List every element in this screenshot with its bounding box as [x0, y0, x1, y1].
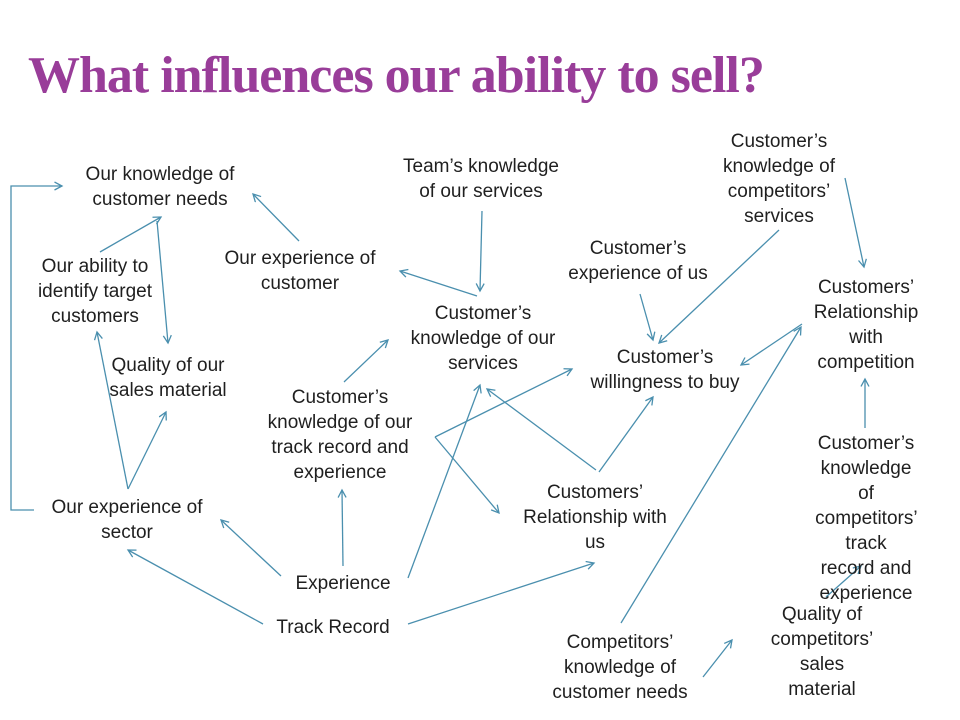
node-our-experience-of-sector: Our experience of sector	[51, 497, 203, 543]
node-customers-relationship-with-us: Customers’ Relationship with us	[523, 482, 667, 553]
node-quality-of-competitors-sales-material: Quality of competitors’ sales material	[770, 604, 874, 700]
slide-title: What influences our ability to sell?	[28, 47, 765, 104]
node-customer-knowledge-our-track-record: Customer’s knowledge of our track record…	[267, 387, 413, 483]
node-customers-relationship-with-competition: Customers’ Relationship with competition	[813, 277, 919, 373]
node-customer-willingness-to-buy: Customer’s willingness to buy	[590, 347, 740, 393]
node-our-knowledge-customer-needs: Our knowledge of customer needs	[85, 164, 235, 210]
node-customer-knowledge-our-services: Customer’s knowledge of our services	[410, 303, 556, 374]
node-quality-of-our-sales-material: Quality of our sales material	[109, 355, 227, 401]
node-competitors-knowledge-customer-needs: Competitors’ knowledge of customer needs	[552, 632, 688, 703]
node-customer-knowledge-competitors-services: Customer’s knowledge of competitors’ ser…	[723, 131, 835, 227]
node-customer-experience-of-us: Customer’s experience of us	[568, 238, 708, 284]
node-teams-knowledge-our-services: Team’s knowledge of our services	[403, 156, 559, 202]
node-track-record: Track Record	[276, 617, 390, 638]
node-customer-knowledge-competitors-track-record: Customer’s knowledge of competitors’ tra…	[815, 433, 918, 604]
node-experience: Experience	[295, 573, 391, 594]
node-our-experience-of-customer: Our experience of customer	[224, 248, 376, 294]
node-our-ability-identify-target-customers: Our ability to identify target customers	[37, 256, 153, 327]
